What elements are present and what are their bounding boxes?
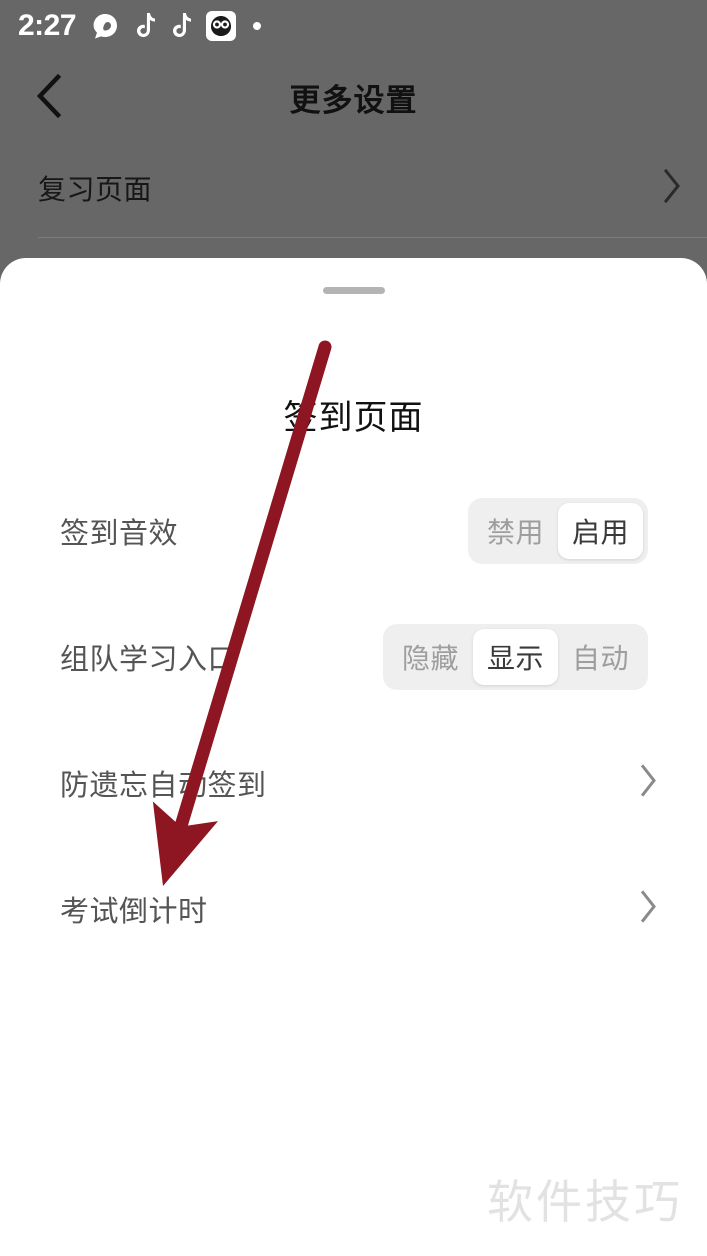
- sheet-row-checkin-sound[interactable]: 签到音效 禁用 启用: [0, 468, 707, 594]
- bottom-sheet: 签到页面 签到音效 禁用 启用 组队学习入口 隐藏 显示 自动 防遗忘自动签到 …: [0, 258, 707, 1256]
- sheet-drag-handle[interactable]: [322, 287, 385, 294]
- sheet-row-anti-forget-auto-checkin[interactable]: 防遗忘自动签到: [0, 720, 707, 846]
- dot-indicator-icon: [250, 19, 264, 33]
- back-button[interactable]: [24, 70, 76, 122]
- checkin-sound-segmented-control[interactable]: 禁用 启用: [467, 498, 648, 564]
- segment-option-show[interactable]: 显示: [472, 629, 558, 685]
- owl-app-icon: [206, 11, 237, 41]
- sheet-title: 签到页面: [283, 399, 424, 437]
- sheet-row-label: 组队学习入口: [60, 644, 238, 676]
- segment-option-enable[interactable]: 启用: [557, 503, 643, 559]
- background-row-label: 复习页面: [38, 174, 153, 205]
- status-bar: 2:27: [0, 0, 707, 52]
- sheet-row-label: 考试倒计时: [60, 896, 208, 928]
- segment-option-auto[interactable]: 自动: [571, 643, 629, 674]
- sheet-row-exam-countdown[interactable]: 考试倒计时: [0, 846, 707, 972]
- page-title: 更多设置: [289, 82, 418, 118]
- segment-option-disable[interactable]: 禁用: [486, 517, 544, 548]
- chevron-right-icon: [637, 889, 659, 930]
- sheet-row-team-study-entry[interactable]: 组队学习入口 隐藏 显示 自动: [0, 594, 707, 720]
- background-divider: [38, 237, 707, 238]
- background-row-review-page[interactable]: 复习页面: [0, 140, 707, 236]
- watermark: 软件技巧: [487, 1176, 683, 1228]
- tiktok-note-icon: [134, 12, 156, 40]
- chevron-right-icon: [659, 166, 685, 211]
- segment-option-hide[interactable]: 隐藏: [401, 643, 459, 674]
- sheet-row-label: 防遗忘自动签到: [60, 770, 267, 802]
- sheet-row-label: 签到音效: [60, 518, 179, 550]
- navigation-bar: 更多设置: [0, 52, 707, 142]
- chevron-right-icon: [637, 763, 659, 804]
- speech-bubble-icon: [90, 11, 120, 41]
- status-bar-clock: 2:27: [18, 9, 77, 42]
- tiktok-note-icon-2: [170, 12, 192, 40]
- team-study-entry-segmented-control[interactable]: 隐藏 显示 自动: [382, 624, 648, 690]
